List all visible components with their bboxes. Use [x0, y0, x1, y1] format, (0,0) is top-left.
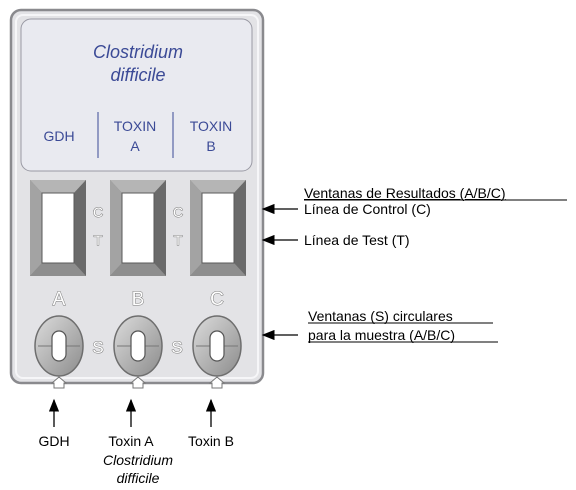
test-line-label: Línea de Test (T): [304, 232, 410, 248]
result-window-c: [190, 180, 246, 276]
column-label-toxin-a-letter: A: [130, 138, 140, 154]
well-letter-c: C: [210, 289, 224, 310]
column-label-gdh: GDH: [43, 128, 74, 144]
result-window-b: [110, 180, 166, 276]
house-icon: [50, 376, 68, 389]
device-title-line1: Clostridium: [93, 42, 183, 62]
sample-well-c: [192, 315, 242, 377]
sample-well-b: [113, 315, 163, 377]
column-label-toxin-b-letter: B: [206, 138, 215, 154]
test-marker-2: T: [174, 232, 183, 248]
result-windows-label: Ventanas de Resultados (A/B/C): [304, 185, 506, 201]
sample-windows-label-line1: Ventanas (S) circulares: [308, 308, 453, 324]
bottom-label-gdh: GDH: [38, 433, 69, 449]
sample-marker-2: S: [171, 338, 182, 357]
bottom-label-toxin-b: Toxin B: [188, 433, 234, 449]
control-marker-1: C: [93, 204, 103, 220]
column-label-toxin-b: TOXIN: [190, 118, 233, 134]
device-title-line2: difficile: [110, 65, 165, 85]
bottom-label-toxin-a: Toxin A: [108, 433, 154, 449]
sample-windows-label-line2: para la muestra (A/B/C): [308, 327, 455, 343]
test-marker-1: T: [94, 232, 103, 248]
organism-label-line2: difficile: [117, 470, 160, 486]
sample-marker-1: S: [92, 338, 103, 357]
control-marker-2: C: [173, 204, 183, 220]
well-letter-b: B: [132, 289, 145, 310]
control-line-label: Línea de Control (C): [304, 201, 431, 217]
house-icon: [208, 376, 226, 389]
column-label-toxin-a: TOXIN: [114, 118, 157, 134]
label-panel: [20, 18, 253, 172]
house-icon: [129, 376, 147, 389]
sample-well-a: [34, 315, 84, 377]
well-letter-a: A: [53, 289, 66, 310]
result-window-a: [30, 180, 86, 276]
organism-label-line1: Clostridium: [103, 452, 173, 468]
